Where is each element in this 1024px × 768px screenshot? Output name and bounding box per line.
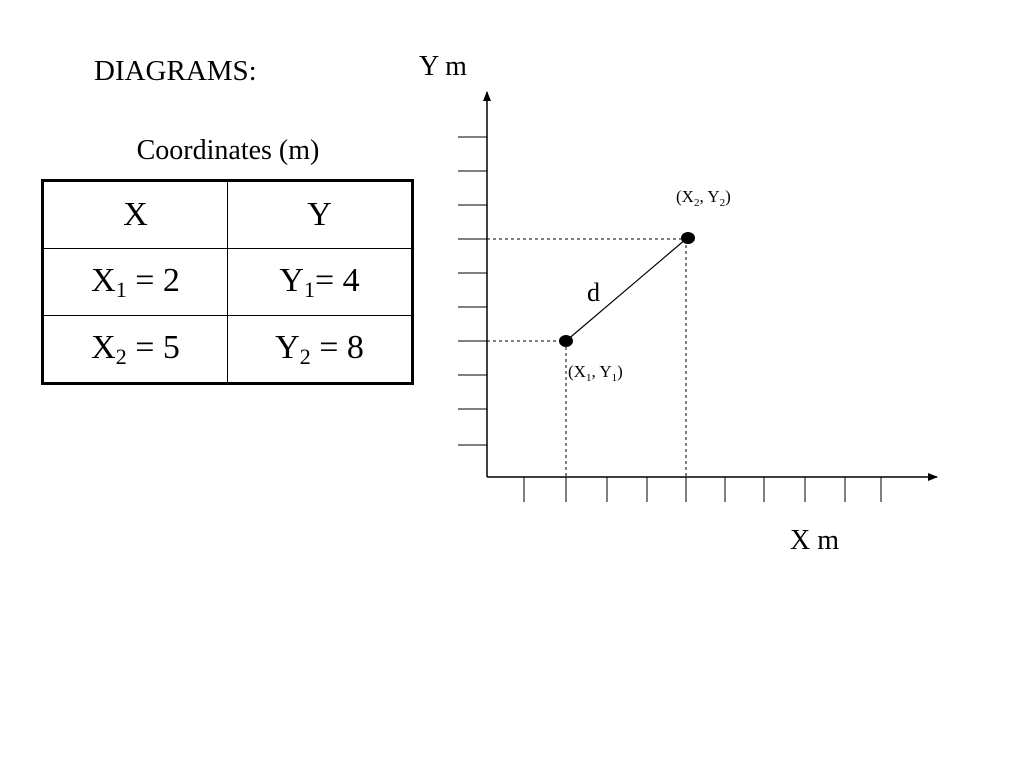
point-2-marker (681, 232, 695, 244)
cell-y2: Y2 = 8 (227, 315, 413, 384)
point-1-label-open: (X (568, 362, 586, 381)
point-1-label-close: ) (617, 362, 623, 381)
distance-label: d (587, 278, 600, 307)
table-caption: Coordinates (m) (136, 135, 320, 166)
header-x: X (42, 180, 228, 249)
y-axis-ticks (458, 136, 487, 446)
cell-y1-base: Y (279, 261, 304, 299)
table-header-row: X Y (42, 180, 413, 249)
x-axis-ticks (523, 477, 882, 502)
guide-lines (487, 238, 687, 477)
cell-x2-base: X (91, 328, 116, 366)
cell-x1-base: X (91, 261, 116, 299)
cell-x2-value: = 5 (126, 328, 180, 366)
point-2-label-sub-y: 2 (720, 197, 726, 209)
cell-y2-sub: 2 (299, 343, 311, 369)
point-1-label-sub-y: 1 (612, 372, 618, 384)
x-axis-label: X m (790, 525, 839, 556)
distance-segment (565, 238, 687, 342)
point-2-label: (X2, Y2) (676, 187, 731, 209)
point-2-label-close: ) (725, 187, 731, 206)
point-2-label-open: (X (676, 187, 694, 206)
coordinates-table: X Y X1 = 2 Y1= 4 X2 = 5 Y2 = 8 (41, 179, 414, 385)
cell-y1: Y1= 4 (227, 248, 413, 316)
header-y: Y (227, 180, 413, 249)
point-1-label-sub-x: 1 (586, 372, 592, 384)
page-title: DIAGRAMS: (94, 55, 257, 87)
table-row: X2 = 5 Y2 = 8 (42, 315, 413, 384)
point-1-label: (X1, Y1) (568, 362, 623, 384)
y-axis-label: Y m (419, 51, 467, 82)
cell-x1-value: = 2 (126, 261, 180, 299)
cell-y1-sub: 1 (303, 276, 315, 302)
cell-x1-sub: 1 (115, 276, 127, 302)
point-1-label-mid: , Y (591, 362, 611, 381)
point-2-label-sub-x: 2 (694, 197, 700, 209)
cell-x2-sub: 2 (115, 343, 127, 369)
point-1-marker (559, 335, 573, 347)
cell-y1-value: = 4 (314, 261, 360, 299)
cell-y2-value: = 8 (310, 328, 364, 366)
point-2-label-mid: , Y (699, 187, 719, 206)
cell-y2-base: Y (275, 328, 300, 366)
cell-x2: X2 = 5 (42, 315, 228, 384)
